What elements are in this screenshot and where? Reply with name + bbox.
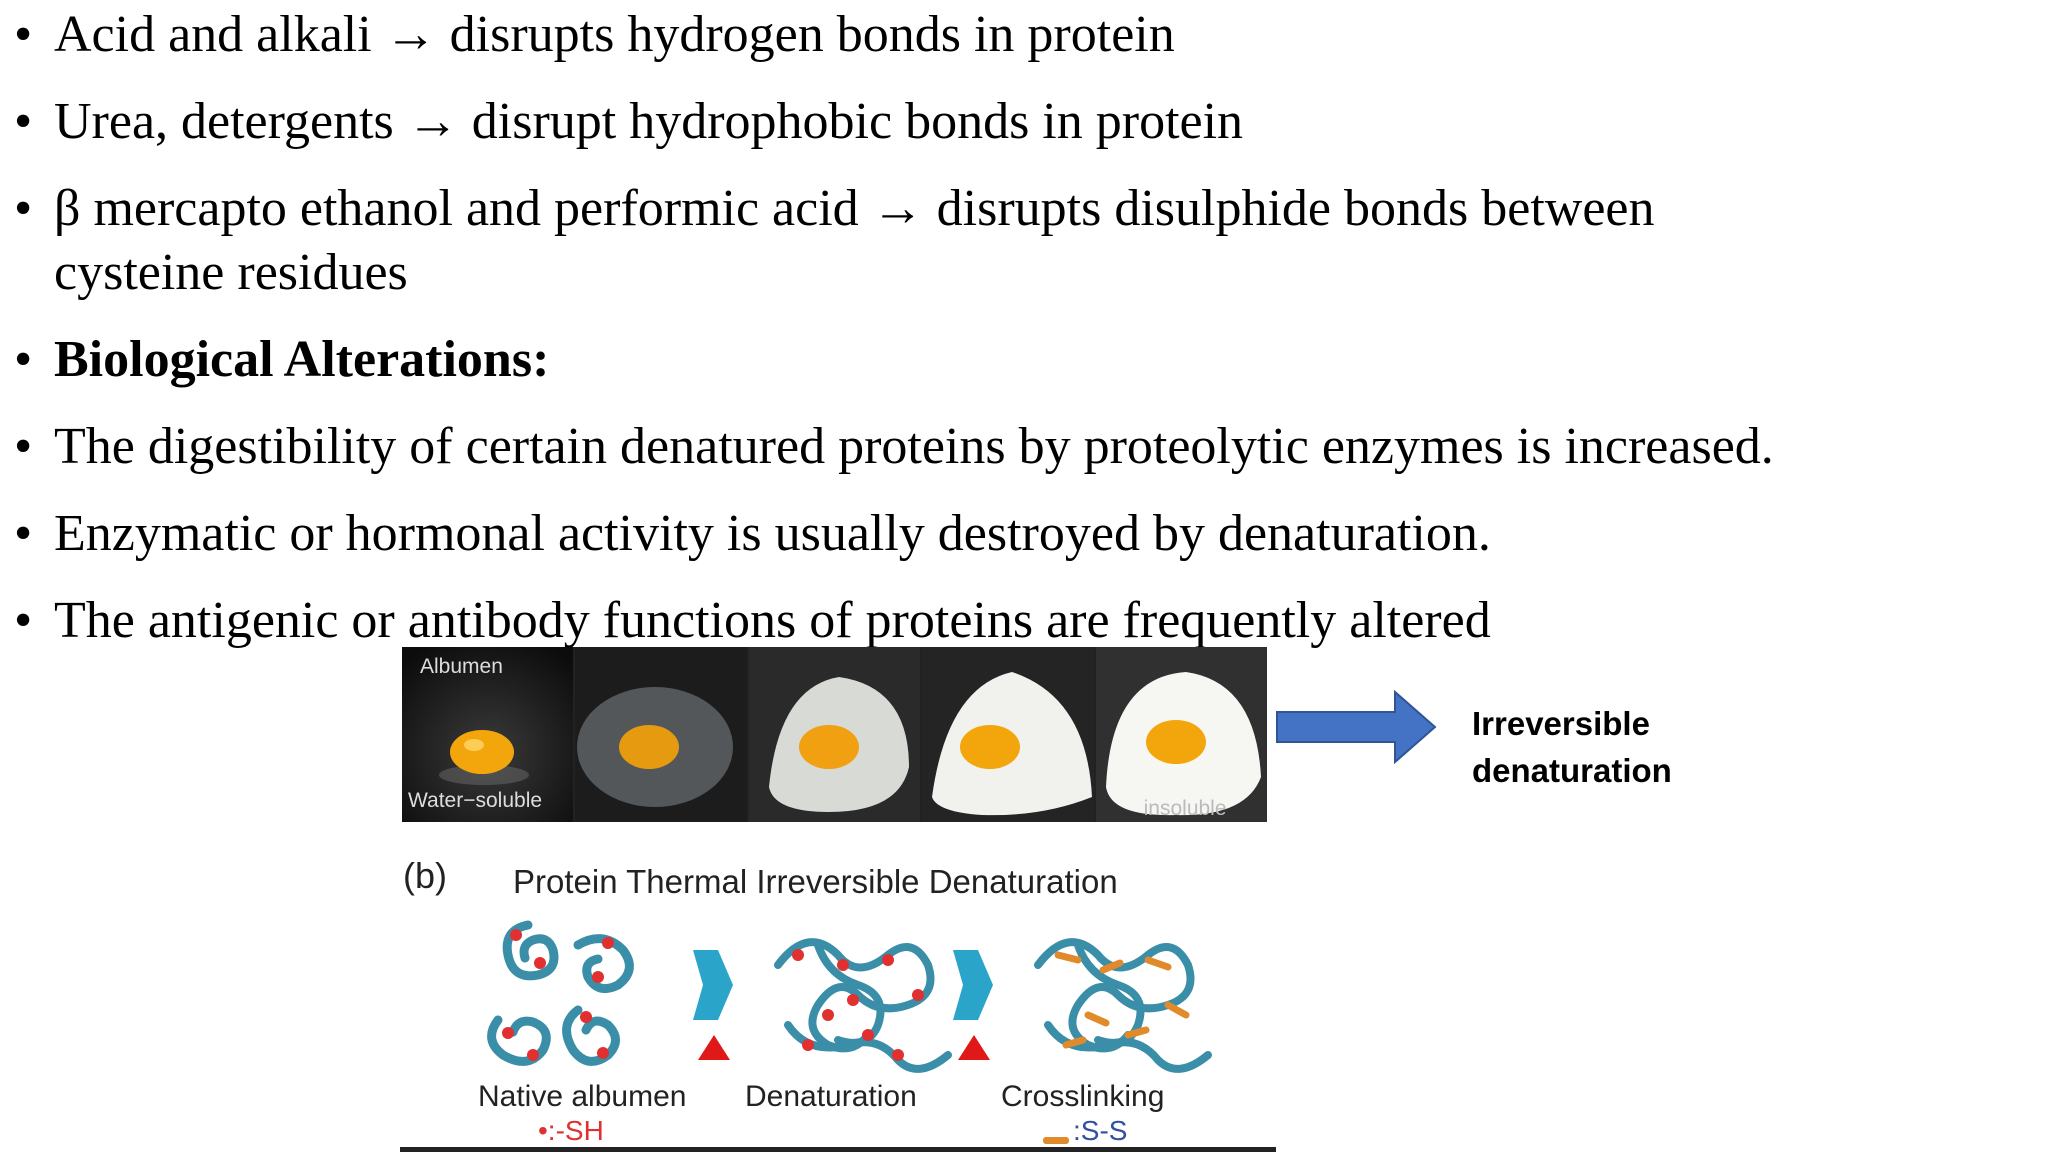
irreversible-line: Irreversible [1472, 705, 1650, 742]
bullet-text: The antigenic or antibody functions of p… [54, 592, 1491, 649]
right-arrow-icon: → [384, 6, 437, 63]
bullet-text: Urea, detergents [54, 93, 407, 150]
egg-stage-5: insoluble [1095, 647, 1268, 822]
egg-photo-strip: Albumen Water−soluble insoluble [402, 647, 1268, 822]
bullet-dot: • [14, 6, 33, 63]
albumen-label: Albumen [420, 655, 503, 678]
panel-label: (b) [403, 855, 447, 896]
heat-triangle-1 [698, 1035, 730, 1060]
egg-stage-4 [922, 647, 1096, 822]
bullet-text: disrupt hydrophobic bonds in protein [458, 93, 1244, 150]
stage-label-denaturation: Denaturation [745, 1080, 917, 1113]
bullet-text: cysteine residues [54, 244, 408, 301]
legend-sh: •:-SH [538, 1115, 604, 1146]
right-arrow-icon: → [871, 180, 924, 237]
bullet-text: disrupts hydrogen bonds in protein [436, 6, 1175, 63]
bullet-dot: • [14, 180, 33, 237]
legend-ss: :S-S [1073, 1115, 1128, 1146]
water-soluble-label: Water−soluble [408, 789, 543, 812]
right-arrow-icon: → [406, 93, 459, 150]
bullet-dot: • [14, 418, 33, 475]
bullet-text: The digestibility of certain denatured p… [54, 418, 1774, 475]
bullet-text: Acid and alkali [54, 6, 385, 63]
section-heading: Biological Alterations: [54, 331, 550, 388]
heat-triangle-2 [958, 1035, 990, 1060]
egg-stage-3 [748, 647, 923, 822]
denaturation-line: denaturation [1472, 752, 1672, 789]
legend-ss-swatch [1043, 1137, 1069, 1144]
protein-illustration [487, 920, 1212, 1073]
blue-right-arrow-icon [1275, 689, 1440, 770]
bullet-dot: • [14, 93, 33, 150]
bullet-dot: • [14, 331, 33, 388]
stage-arrow-1 [693, 950, 733, 1020]
bullet-text: β mercapto ethanol and performic acid [54, 180, 872, 237]
diagram-bottom-rule [400, 1147, 1276, 1152]
stage-arrow-2 [953, 950, 993, 1020]
insoluble-label: insoluble [1143, 797, 1227, 820]
denaturation-diagram: (b) Protein Thermal Irreversible Denatur… [398, 825, 1278, 1152]
stage-label-native: Native albumen [478, 1080, 687, 1113]
bullet-dot: • [14, 505, 33, 562]
irreversible-denaturation-label: Irreversible denaturation [1472, 700, 1672, 794]
bullet-text: disrupts disulphide bonds between [923, 180, 1655, 237]
diagram-title: Protein Thermal Irreversible Denaturatio… [513, 863, 1118, 900]
stage-label-crosslinking: Crosslinking [1001, 1080, 1165, 1113]
egg-stage-2 [575, 647, 749, 822]
bullet-text: Enzymatic or hormonal activity is usuall… [54, 505, 1491, 562]
bullet-dot: • [14, 592, 33, 649]
egg-stage-1: Albumen Water−soluble [402, 647, 576, 822]
